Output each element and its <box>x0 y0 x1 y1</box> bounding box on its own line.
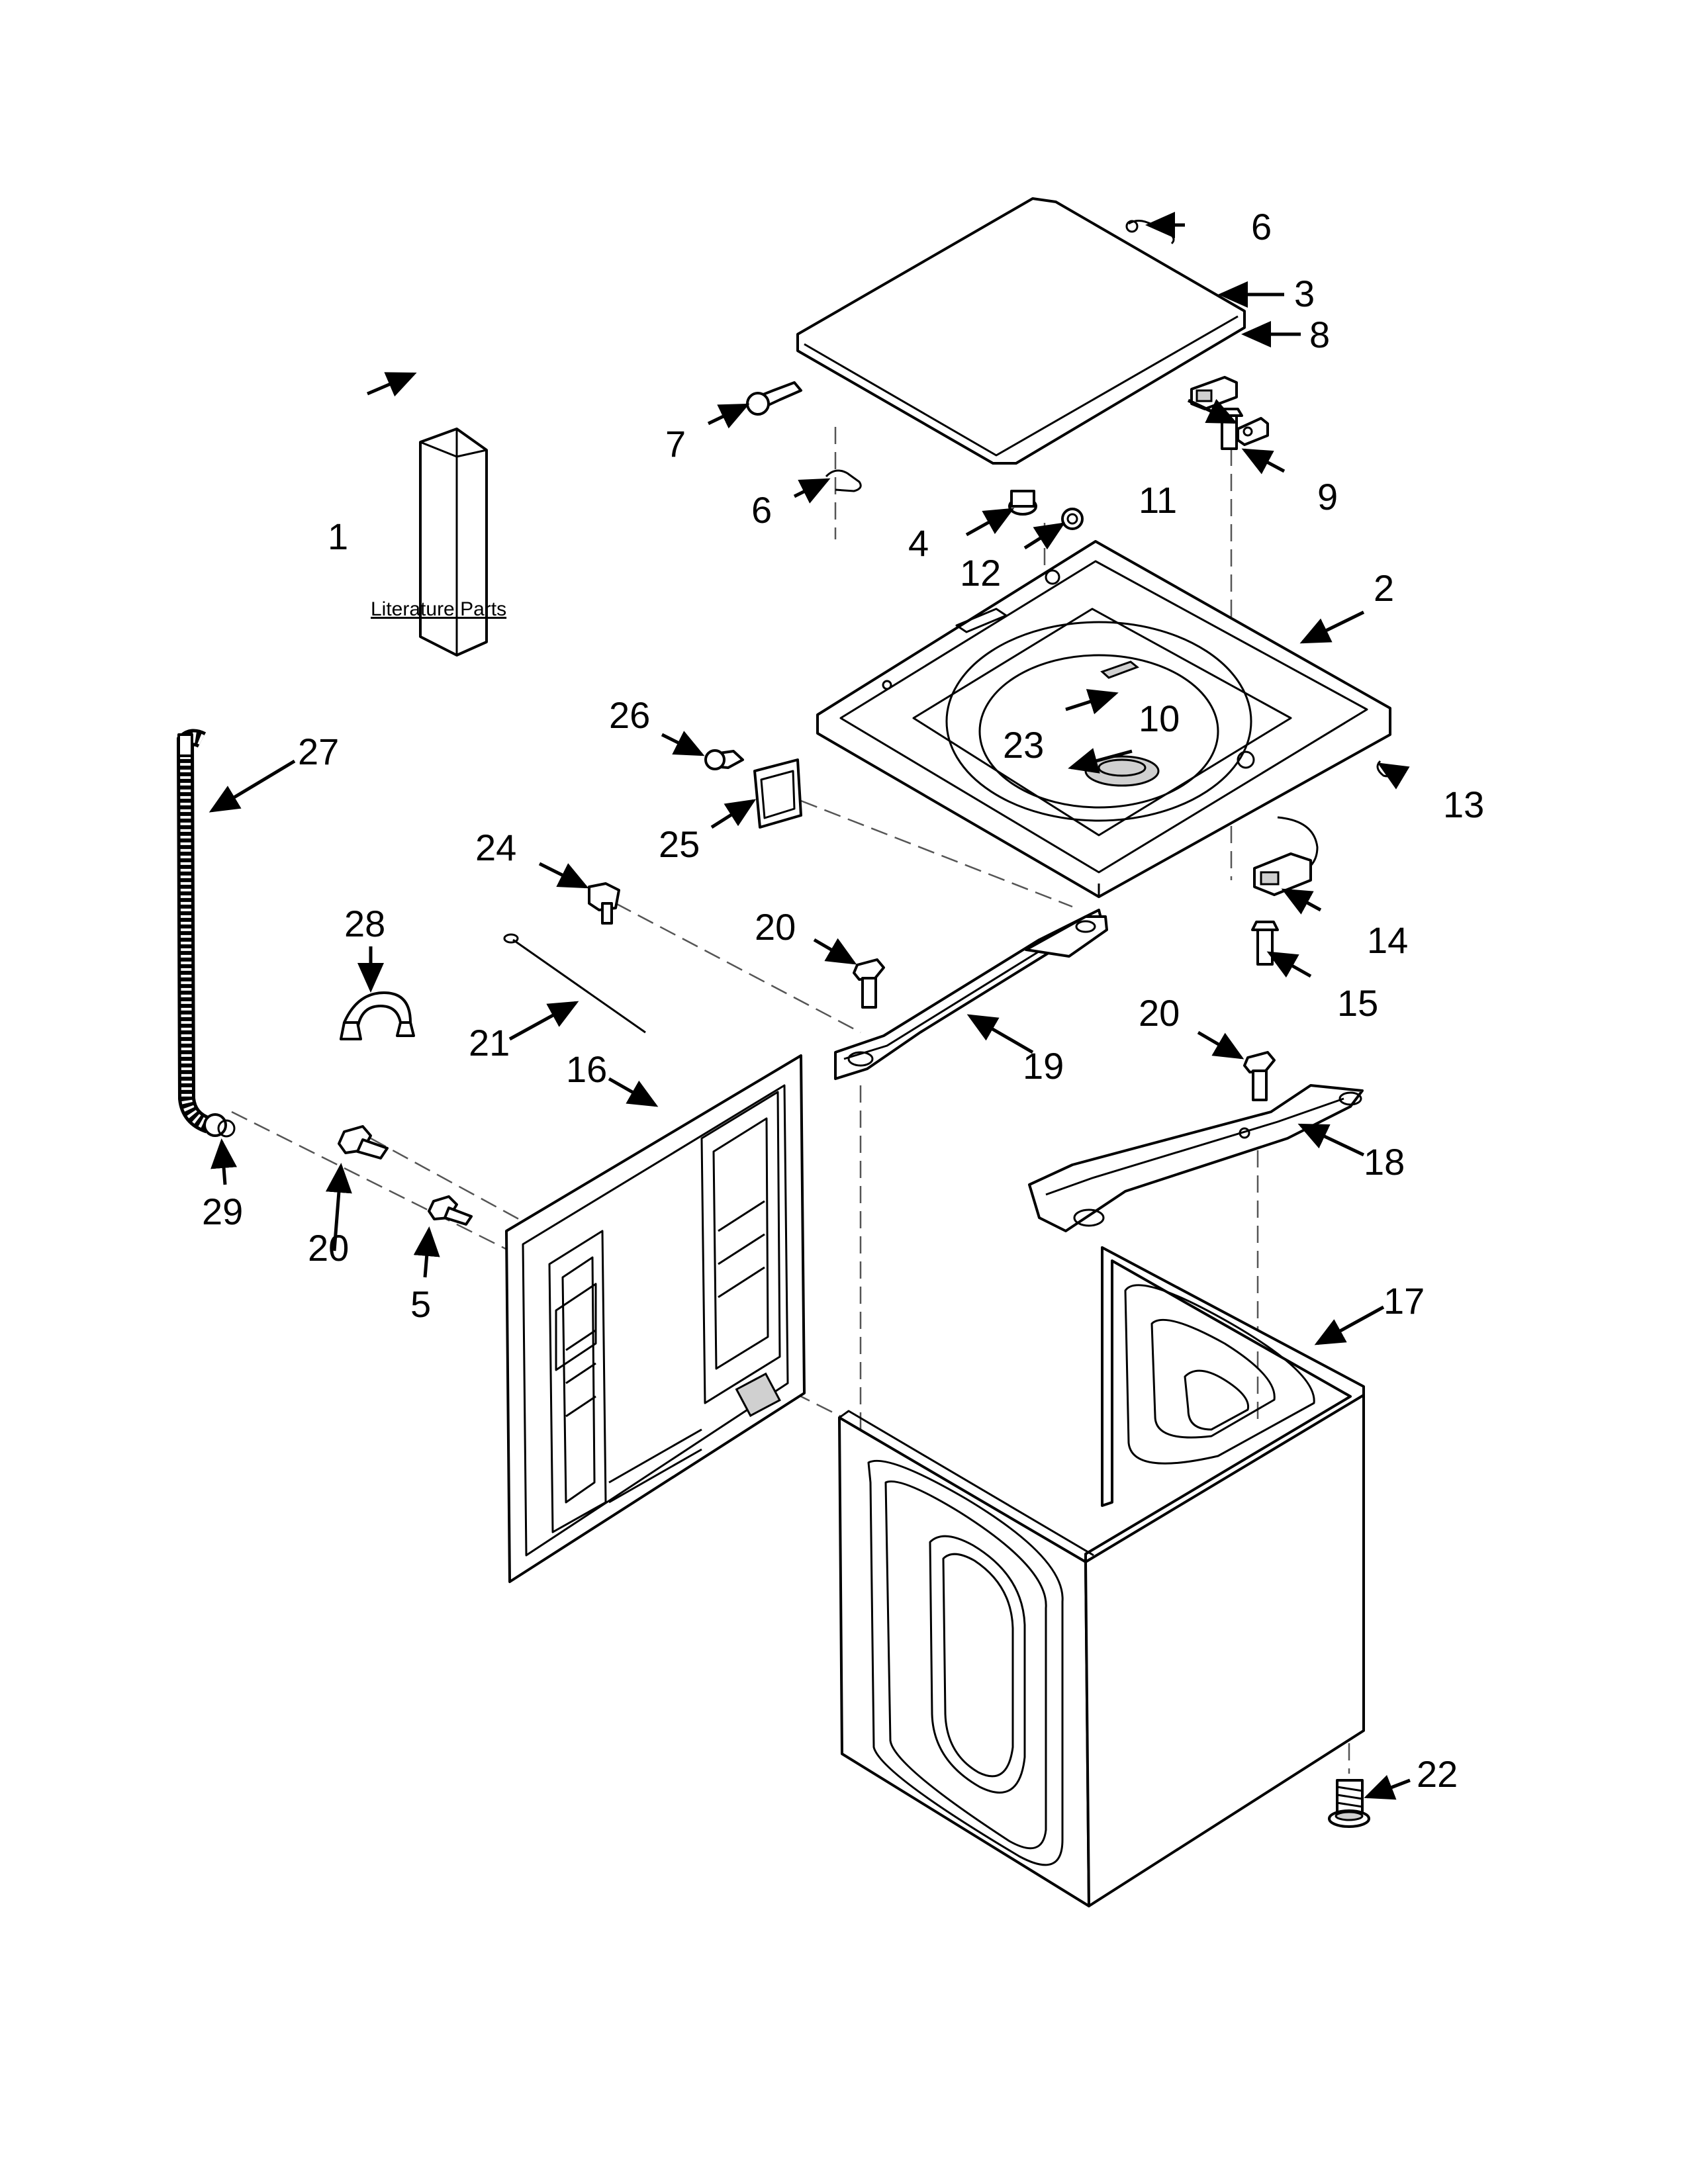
lid-switch-bracket <box>1237 417 1269 446</box>
callout-numbers: 6 3 8 7 9 6 1 4 12 11 2 Literature Parts… <box>202 206 1484 1795</box>
callout-26: 26 <box>609 694 650 736</box>
screw-5 <box>428 1195 473 1226</box>
callout-20-front: 20 <box>755 906 796 948</box>
callout-21: 21 <box>469 1022 510 1064</box>
switch-screw <box>1251 921 1279 966</box>
callout-8: 8 <box>1309 314 1330 355</box>
callout-24: 24 <box>475 827 516 868</box>
leader-arrows <box>209 212 1411 1800</box>
callout-14: 14 <box>1367 919 1408 961</box>
front-top-bracket <box>834 909 1108 1080</box>
callout-20-left: 20 <box>308 1227 349 1269</box>
callout-20-rear: 20 <box>1139 992 1180 1034</box>
callout-1: 1 <box>328 516 348 557</box>
callout-6-top: 6 <box>1251 206 1272 248</box>
callout-2: 2 <box>1374 567 1394 609</box>
callout-22: 22 <box>1417 1753 1458 1795</box>
screw-20-front <box>853 958 885 1009</box>
callout-27: 27 <box>298 731 339 772</box>
literature-parts-label: Literature Parts <box>371 598 506 620</box>
rear-panel <box>505 1054 806 1583</box>
grommet <box>1061 508 1084 530</box>
callout-7: 7 <box>665 423 686 465</box>
hinge-bracket <box>753 758 802 829</box>
lid-switch <box>1253 816 1319 896</box>
cabinet <box>838 1246 1365 1907</box>
screw-20-rear <box>1243 1051 1276 1101</box>
callout-25: 25 <box>659 823 700 865</box>
callout-28: 28 <box>344 903 385 944</box>
callout-10: 10 <box>1139 698 1180 739</box>
callout-9: 9 <box>1317 476 1338 518</box>
hose-clamp <box>203 1113 236 1138</box>
literature-booklet <box>419 428 488 657</box>
leveling-leg <box>1328 1779 1370 1828</box>
drain-hose <box>176 729 212 1134</box>
lid <box>796 197 1246 465</box>
screw-24 <box>588 882 620 925</box>
callout-5: 5 <box>410 1283 431 1325</box>
callout-29: 29 <box>202 1191 243 1232</box>
hose-guide <box>340 991 415 1040</box>
harness-tie <box>503 933 646 1034</box>
callout-13: 13 <box>1443 784 1484 825</box>
callout-11: 11 <box>1139 479 1177 521</box>
lid-hinge-pin-lower <box>825 469 862 492</box>
callout-4: 4 <box>908 522 929 564</box>
callout-12: 12 <box>960 552 1001 594</box>
callout-18: 18 <box>1364 1141 1405 1183</box>
callout-3: 3 <box>1294 273 1315 314</box>
rear-top-bracket <box>1028 1084 1364 1232</box>
callout-15: 15 <box>1337 982 1378 1024</box>
top-panel <box>816 540 1391 898</box>
callout-19: 19 <box>1023 1045 1064 1087</box>
callout-23: 23 <box>1003 724 1044 766</box>
callout-16: 16 <box>566 1048 607 1090</box>
callout-6-bottom: 6 <box>751 489 772 531</box>
hinge-screw <box>746 381 802 416</box>
screw-20-left <box>338 1125 389 1160</box>
lid-bumper <box>1008 490 1037 516</box>
callout-17: 17 <box>1383 1280 1425 1322</box>
hinge-screw-26 <box>704 749 744 770</box>
